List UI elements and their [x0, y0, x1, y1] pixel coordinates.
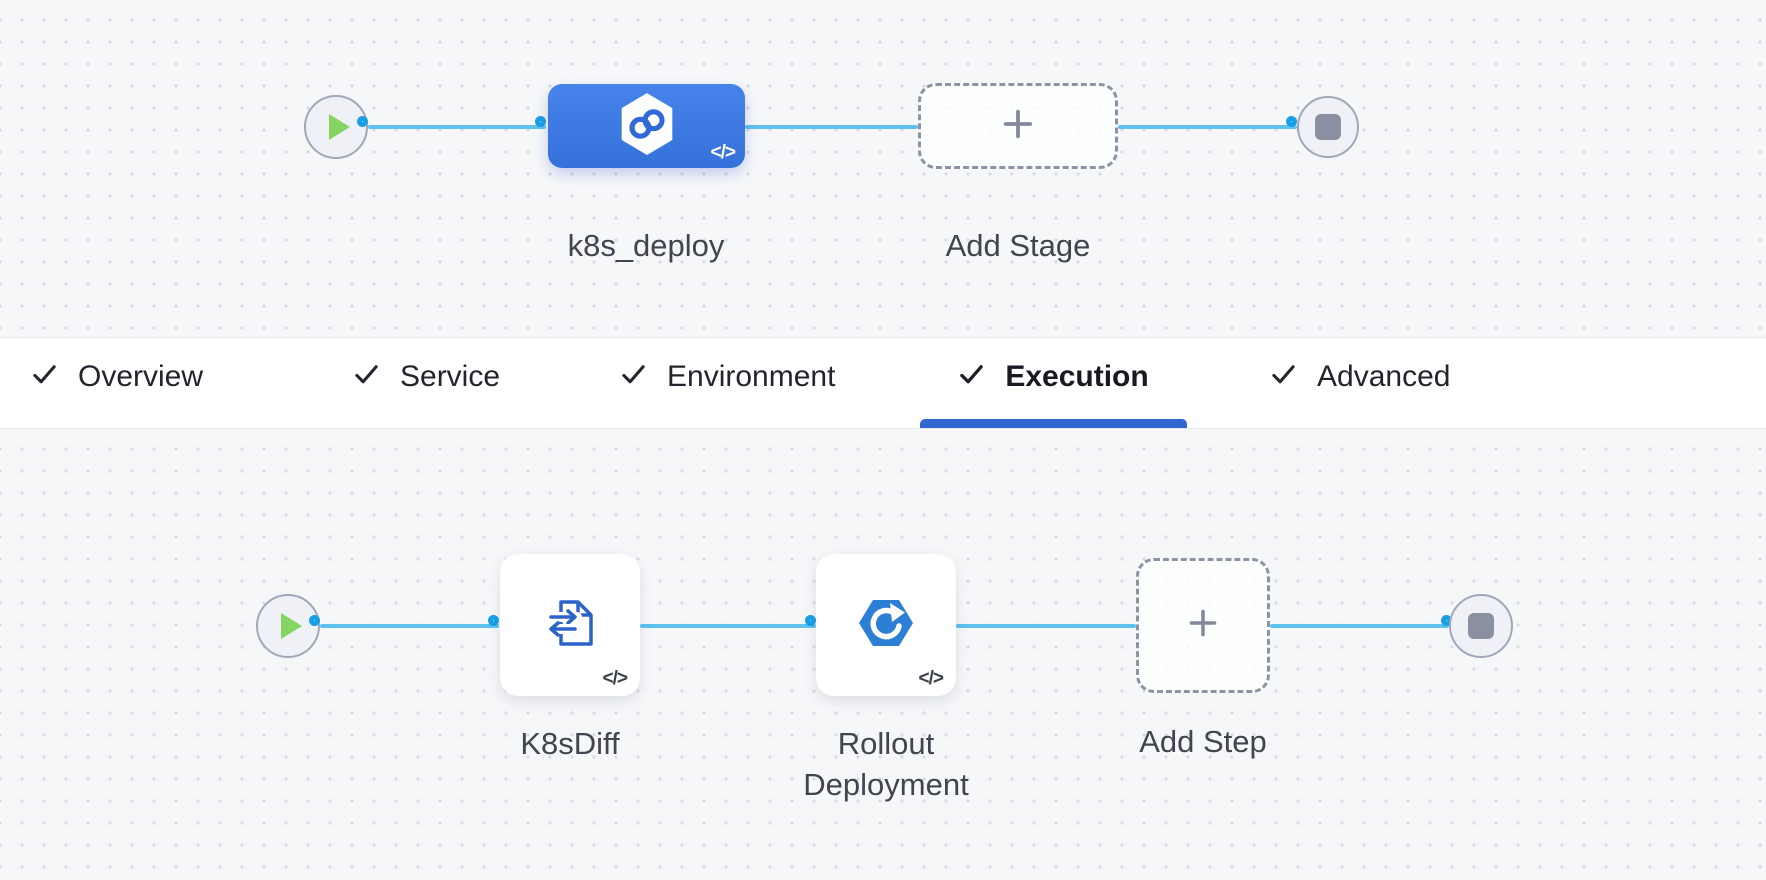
connector-line — [1270, 624, 1449, 628]
stage-name-label: k8s_deploy — [567, 228, 725, 263]
port-dot — [805, 615, 816, 626]
step-node-k8sdiff[interactable]: </> — [500, 554, 640, 696]
play-icon — [280, 613, 302, 639]
step-code-badge: </> — [602, 668, 629, 689]
stage-canvas — [0, 0, 1766, 337]
tab-execution[interactable]: Execution — [920, 338, 1187, 428]
connector-line — [1118, 125, 1297, 129]
check-icon — [1270, 361, 1297, 393]
add-step-label: Add Step — [1139, 724, 1267, 759]
tab-label: Overview — [78, 360, 204, 393]
plus-icon — [1001, 107, 1035, 146]
stop-icon — [1468, 613, 1494, 639]
add-step-button[interactable] — [1136, 558, 1270, 693]
tab-label: Environment — [667, 360, 836, 393]
stop-icon — [1315, 114, 1341, 140]
check-icon — [353, 361, 380, 393]
port-dot — [1286, 116, 1297, 127]
add-stage-label: Add Stage — [945, 228, 1091, 263]
step-label-rollout-deployment: Rollout Deployment — [803, 726, 969, 802]
port-dot — [488, 615, 499, 626]
stage-node-k8s-deploy[interactable]: </> — [548, 84, 745, 168]
tab-label: Service — [400, 360, 501, 393]
file-diff-icon — [542, 595, 598, 656]
connector-line — [320, 624, 499, 628]
execution-end-node — [1449, 594, 1513, 658]
tab-advanced[interactable]: Advanced — [1270, 338, 1450, 428]
pipeline-start-node — [304, 95, 368, 159]
port-dot — [309, 615, 320, 626]
port-dot — [357, 116, 368, 127]
add-stage-button[interactable] — [918, 83, 1118, 169]
port-dot — [535, 116, 546, 127]
check-icon — [31, 361, 58, 393]
connector-line — [368, 125, 546, 129]
step-label-k8sdiff: K8sDiff — [520, 726, 620, 761]
tab-label: Execution — [1005, 360, 1149, 393]
rollout-hexagon-refresh-icon — [853, 594, 919, 657]
stage-config-tabbar: Overview Service Environment Execution — [0, 337, 1766, 429]
step-code-badge: </> — [918, 668, 945, 689]
execution-start-node — [256, 594, 320, 658]
connector-line — [956, 624, 1136, 628]
stage-code-badge: </> — [710, 142, 737, 163]
connector-line — [640, 624, 816, 628]
check-icon — [620, 361, 647, 393]
plus-icon — [1187, 607, 1219, 644]
deploy-stage-hexagon-icon — [617, 91, 677, 162]
check-icon — [958, 361, 985, 393]
pipeline-end-node — [1297, 96, 1359, 158]
step-node-rollout-deployment[interactable]: </> — [816, 554, 956, 696]
tab-label: Advanced — [1317, 360, 1451, 393]
tab-overview[interactable]: Overview — [31, 338, 203, 428]
tab-service[interactable]: Service — [353, 338, 500, 428]
tab-environment[interactable]: Environment — [620, 338, 835, 428]
active-tab-underline — [920, 419, 1187, 428]
connector-line — [745, 125, 918, 129]
play-icon — [328, 114, 350, 140]
